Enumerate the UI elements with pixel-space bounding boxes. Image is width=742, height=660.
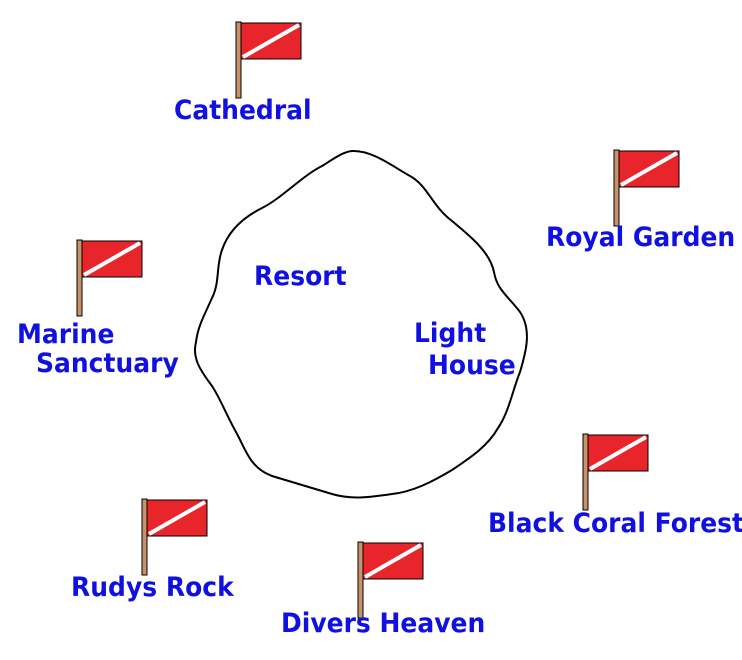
lighthouse-label-line1: Light: [414, 318, 487, 349]
lighthouse-label-line2: House: [428, 350, 516, 381]
dive-flag-icon: [581, 432, 650, 512]
dive-flag-icon: [356, 540, 425, 620]
dive-flag-icon: [234, 20, 303, 100]
marine-sanctuary-label-line1[interactable]: Marine: [17, 319, 115, 350]
island-outline: [194, 149, 528, 499]
cathedral-label[interactable]: Cathedral: [174, 95, 312, 126]
divers-heaven-label[interactable]: Divers Heaven: [281, 608, 486, 639]
black-coral-forest-label[interactable]: Black Coral Forest: [488, 508, 742, 539]
resort-label: Resort: [254, 261, 347, 292]
marine-sanctuary-label-line2[interactable]: Sanctuary: [36, 348, 179, 379]
royal-garden-label[interactable]: Royal Garden: [546, 222, 736, 253]
dive-flag-icon: [140, 497, 209, 577]
rudys-rock-label[interactable]: Rudys Rock: [71, 572, 234, 603]
dive-flag-icon: [612, 148, 681, 228]
dive-flag-icon: [75, 238, 144, 318]
